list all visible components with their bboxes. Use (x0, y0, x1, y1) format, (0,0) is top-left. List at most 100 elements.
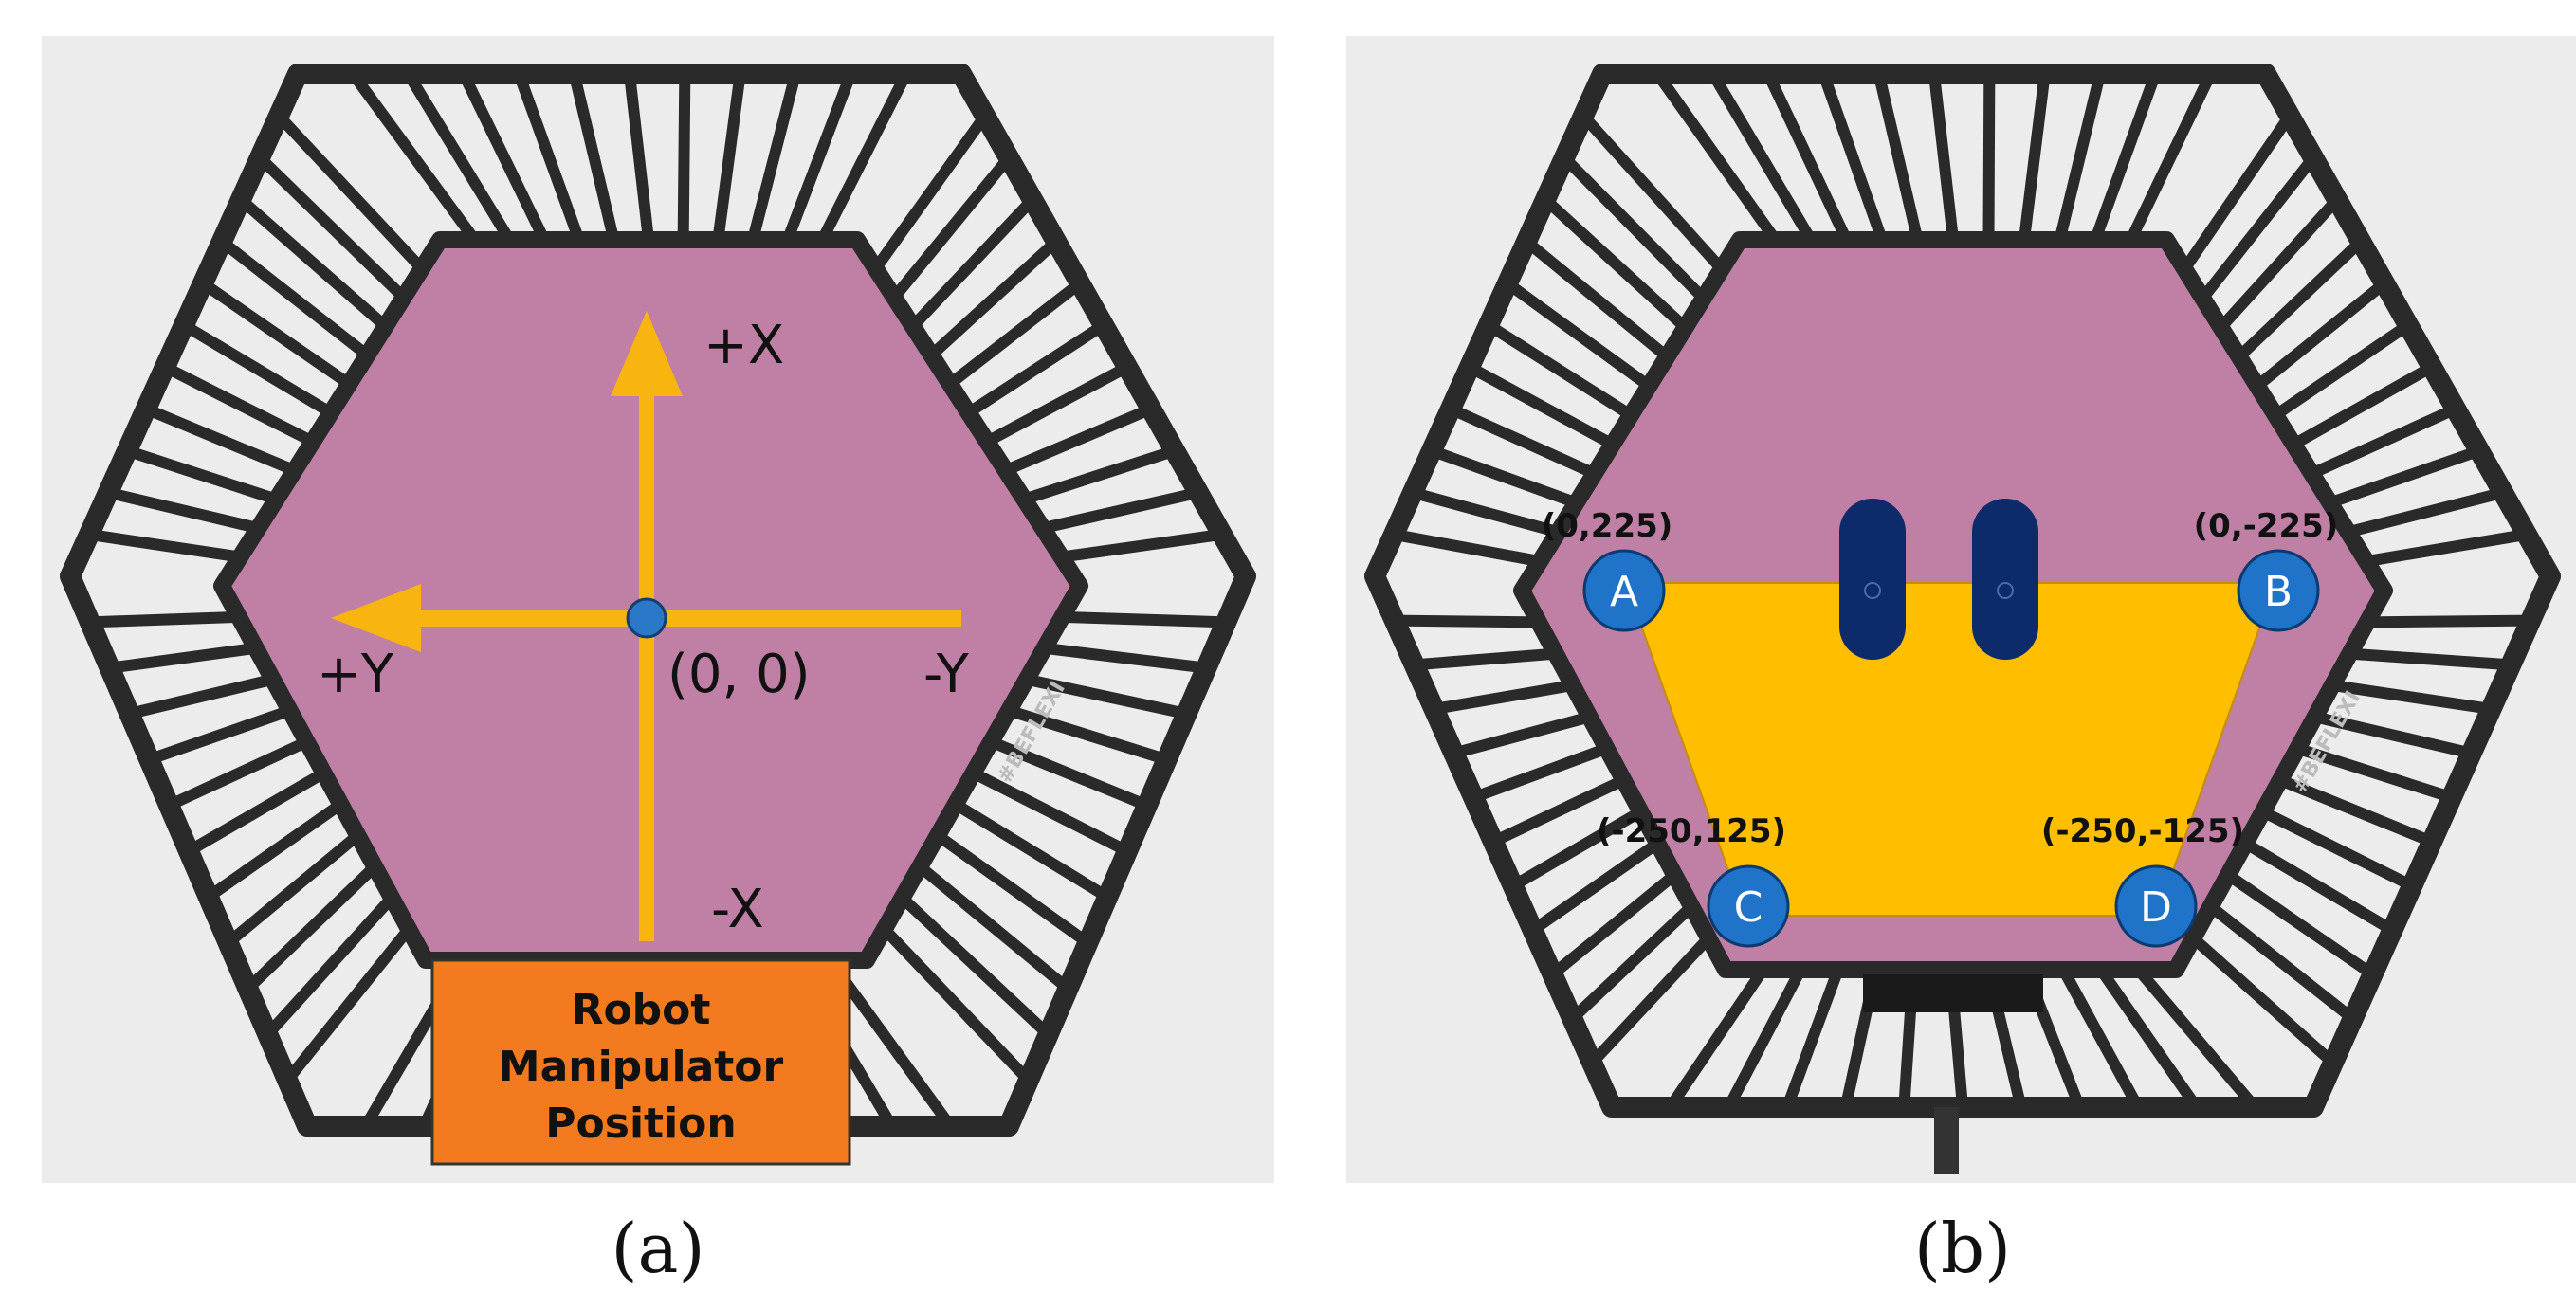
spring (147, 705, 292, 765)
spring (1025, 673, 1188, 719)
spring (2235, 237, 2366, 361)
spring (1060, 528, 1223, 563)
spring (2090, 71, 2161, 243)
spring (2291, 361, 2435, 450)
spring (952, 799, 1111, 902)
spring (2259, 806, 2415, 892)
spring (568, 72, 620, 242)
spring (1007, 704, 1169, 766)
caption-a: (a) (611, 1209, 705, 1288)
spring (2126, 71, 2217, 243)
spring (274, 112, 427, 273)
spring (1452, 711, 1592, 759)
point-d-letter: D (2140, 883, 2172, 932)
spring (1653, 70, 1781, 244)
spring (1509, 807, 1644, 891)
spring (2133, 966, 2259, 1111)
spring (2095, 966, 2201, 1111)
panel-b-drawing: #BEFLEXI A (0,225) B (0,-225) C (-250,12… (1364, 64, 2561, 1174)
spring (205, 799, 344, 902)
minus-x-label: -X (711, 879, 764, 940)
spring (2365, 528, 2528, 568)
spring (1022, 445, 1177, 505)
outer-frame (60, 64, 1256, 1137)
spring (2180, 112, 2294, 273)
panel-a-trampoline-axes: #BEFLEXI +X -X +Y -Y (0, 0) Robot Manipu… (42, 36, 1274, 1183)
spring (898, 893, 1052, 1039)
spring (224, 830, 362, 948)
point-b-letter: B (2264, 568, 2293, 616)
spring (1665, 966, 1768, 1111)
caption-b: (b) (1913, 1209, 2012, 1288)
spring (199, 278, 353, 390)
spring (1062, 610, 1227, 628)
spring (1541, 195, 1690, 332)
spring (1392, 528, 1542, 568)
left-foot-marker (1839, 499, 1906, 660)
spring (2309, 403, 2458, 480)
spring (870, 112, 990, 272)
spring (513, 71, 585, 243)
spring (970, 768, 1130, 857)
point-b-coord: (0,-225) (2194, 507, 2339, 545)
spring (2206, 901, 2357, 1024)
spring (1587, 934, 1713, 1067)
spring (185, 768, 327, 857)
point-a-letter: A (1610, 568, 1638, 616)
spring (984, 361, 1130, 447)
spring (1529, 838, 1661, 936)
spring (2331, 680, 2493, 715)
spring (1043, 642, 1208, 674)
spring (2347, 486, 2505, 538)
spring (712, 73, 746, 241)
spring (1523, 237, 1672, 361)
spring (1548, 870, 1679, 979)
spring (2242, 838, 2396, 936)
spring (946, 279, 1084, 389)
spring (927, 237, 1061, 360)
spring (1429, 445, 1579, 509)
spring (2224, 870, 2376, 979)
spring (2217, 195, 2342, 332)
spring (1504, 278, 1653, 391)
spring (1490, 774, 1627, 847)
spring (143, 403, 297, 476)
point-a-marker (1582, 549, 1666, 632)
spring (1579, 112, 1726, 273)
spring (1471, 743, 1609, 803)
robot-box-line-2: Manipulator (499, 1043, 784, 1091)
origin-label: (0, 0) (667, 644, 811, 705)
spring (988, 737, 1150, 811)
spring (1818, 72, 1888, 242)
plus-y-arrowhead (331, 584, 421, 652)
point-b-marker (2237, 549, 2320, 632)
spring (2366, 614, 2531, 628)
spring (237, 194, 390, 331)
left-foot-center (1864, 582, 1881, 599)
spring (1448, 403, 1598, 480)
robot-box-line-3: Position (545, 1100, 736, 1148)
spring (108, 642, 257, 674)
spring (2189, 934, 2337, 1067)
spring (1411, 486, 1560, 538)
spring (889, 154, 1014, 301)
plus-y-label: +Y (317, 644, 394, 705)
x-axis-line (639, 396, 654, 941)
minus-y-label: -Y (923, 644, 970, 705)
spring (2272, 320, 2412, 420)
spring (1928, 73, 1959, 241)
spring (1394, 614, 1539, 628)
spring (2295, 742, 2454, 804)
y-axis-line (421, 610, 961, 627)
spring (1003, 403, 1154, 476)
spring (1433, 680, 1574, 715)
spring (89, 610, 240, 628)
spring (106, 486, 260, 535)
spring (2313, 711, 2474, 759)
spring (782, 71, 856, 243)
point-c-letter: C (1734, 883, 1763, 932)
right-foot-center (1997, 582, 2014, 599)
robot-manipulator-box (430, 958, 851, 1166)
spring (348, 70, 480, 244)
spring (1763, 71, 1852, 243)
